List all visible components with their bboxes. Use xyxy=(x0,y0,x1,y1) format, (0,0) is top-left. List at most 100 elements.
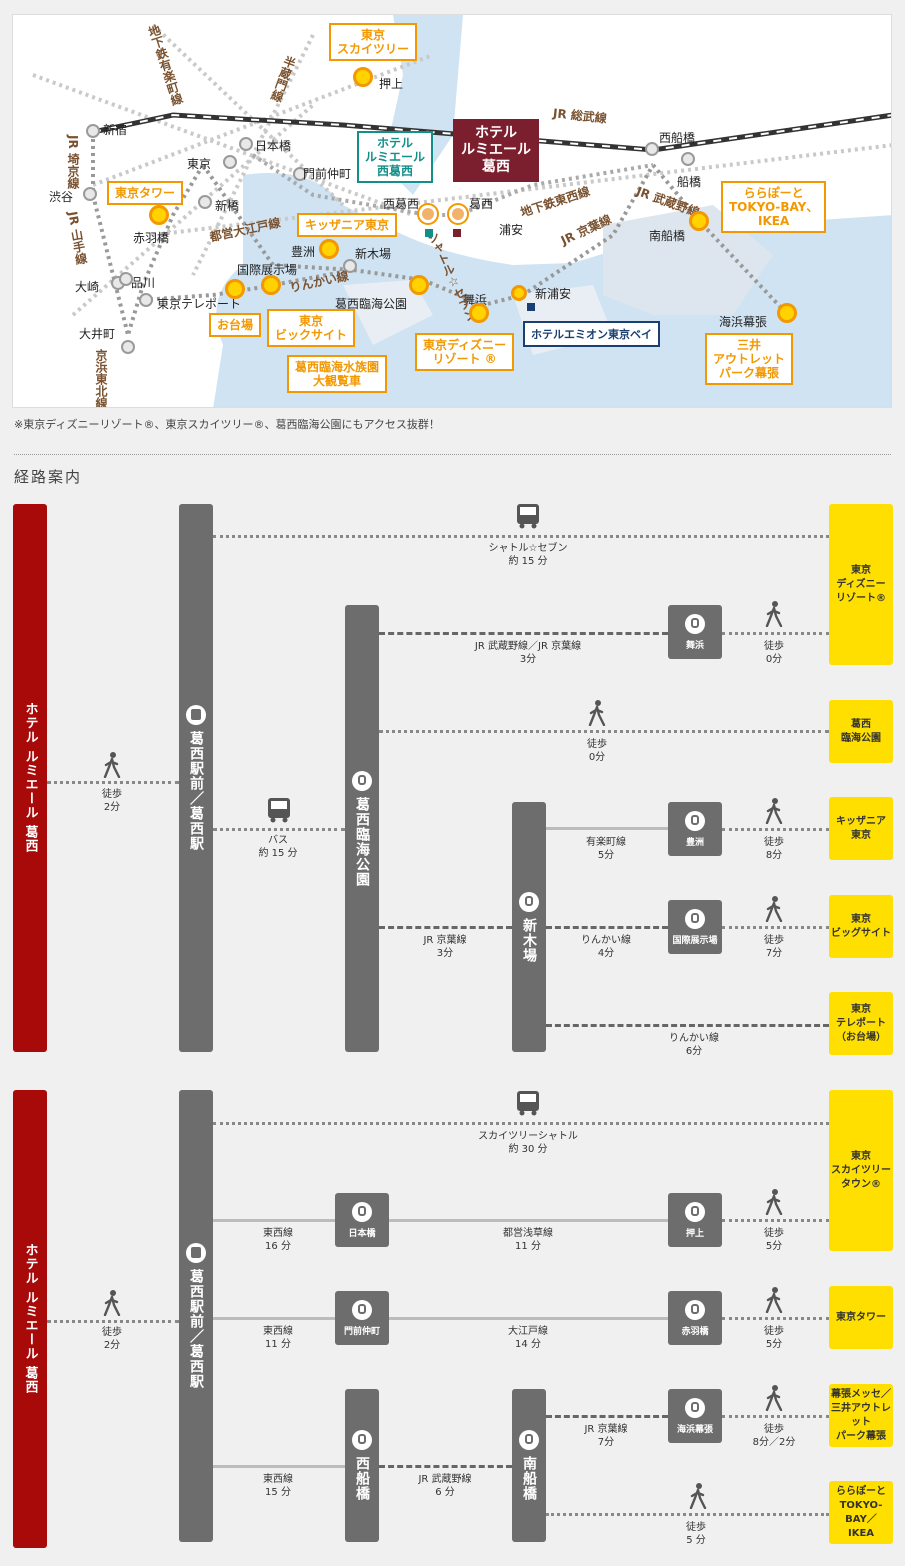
label-monzennakacho: 門前仲町 xyxy=(303,167,352,181)
station-tokyo-teleport xyxy=(139,293,153,307)
hotel-bar-1: ホテル ルミエール 葛西 xyxy=(13,504,47,1052)
poi-hotel-kasai[interactable] xyxy=(449,205,467,223)
label-asakusa: 都営浅草線 11 分 xyxy=(503,1228,553,1252)
station-box-toyosu: 豊洲 xyxy=(668,802,722,856)
train-icon xyxy=(352,1430,372,1450)
dest-teleport[interactable]: 東京 テレポート （お台場） xyxy=(829,992,893,1055)
connector-shuttle xyxy=(213,535,829,538)
train-icon xyxy=(519,1430,539,1450)
walk-icon xyxy=(103,1290,121,1316)
connector-tozai-11 xyxy=(213,1317,335,1320)
station-bar-shinkiba: 新木場 xyxy=(512,802,546,1052)
callout-kasai-rinkai[interactable]: 葛西臨海水族園 大観覧車 xyxy=(287,355,388,393)
callout-big-sight[interactable]: 東京 ビックサイト xyxy=(267,309,356,347)
callout-hotel-emion[interactable]: ホテルエミオン東京ベイ xyxy=(523,321,660,347)
label-minamifunabashi: 南船橋 xyxy=(649,229,686,243)
poi-tokyo-tower[interactable] xyxy=(149,205,169,225)
station-box-nihonbashi-label: 日本橋 xyxy=(348,1228,376,1239)
poi-lalaport[interactable] xyxy=(689,211,709,231)
hub-bar-2-label: 葛西駅前／葛西駅 xyxy=(188,1269,204,1389)
label-yurakucho: 有楽町線 5分 xyxy=(586,837,626,861)
label-rinkai-4: りんかい線 4分 xyxy=(581,935,631,959)
callout-hotel-main[interactable]: ホテル ルミエール 葛西 xyxy=(453,119,539,182)
callout-lalaport[interactable]: ららぽーと TOKYO-BAY、 IKEA xyxy=(721,181,827,233)
connector-asakusa xyxy=(389,1219,668,1222)
connector-jr-keiyo xyxy=(379,926,512,929)
label-akabanebashi: 赤羽橋 xyxy=(133,231,170,245)
label-bus: バス 約 15 分 xyxy=(258,835,298,859)
connector-oedo xyxy=(389,1317,668,1320)
label-musashino: JR 武蔵野線 6 分 xyxy=(418,1474,472,1498)
train-icon xyxy=(685,810,705,831)
label-urayasu: 浦安 xyxy=(499,223,524,237)
poi-big-sight[interactable] xyxy=(261,275,281,295)
callout-kidzania[interactable]: キッザニア東京 xyxy=(297,213,398,237)
label-funabashi: 船橋 xyxy=(677,175,702,189)
train-icon xyxy=(685,1201,705,1222)
label-jr-musashino-keiyo: JR 武蔵野線／JR 京葉線 3分 xyxy=(474,641,582,665)
label-tozai-16: 東西線 16 分 xyxy=(263,1228,293,1252)
poi-kasai-rinkai[interactable] xyxy=(409,275,429,295)
label-nishikasai: 西葛西 xyxy=(383,197,420,211)
dest-tokyo-tower[interactable]: 東京タワー xyxy=(829,1286,893,1349)
label-kaihin-makuhari: 海浜幕張 xyxy=(719,315,768,329)
station-box-toyosu-label: 豊洲 xyxy=(685,837,704,848)
walk-icon xyxy=(765,1189,783,1215)
connector-tozai-15 xyxy=(213,1465,345,1468)
callout-disney[interactable]: 東京ディズニー リゾート ® xyxy=(415,333,515,371)
station-box-akabanebashi-label: 赤羽橋 xyxy=(681,1326,709,1337)
station-box-maihama-label: 舞浜 xyxy=(685,640,704,651)
label-walk-toyosu: 徒歩 8分 xyxy=(764,837,784,861)
label-kasai: 葛西 xyxy=(469,197,494,211)
label-walk-maihama: 徒歩 0分 xyxy=(764,641,784,665)
poi-odaiba[interactable] xyxy=(225,279,245,299)
dest-disney[interactable]: 東京 ディズニー リゾート® xyxy=(829,504,893,665)
poi-shin-urayasu xyxy=(511,285,527,301)
hub-bar-1: 葛西駅前／葛西駅 xyxy=(179,504,213,1052)
section-title: 経路案内 xyxy=(14,468,83,486)
hub-bar-1-label: 葛西駅前／葛西駅 xyxy=(188,731,204,851)
callout-skytree[interactable]: 東京 スカイツリー xyxy=(329,23,418,61)
connector-musashino xyxy=(379,1465,512,1468)
callout-tokyo-tower[interactable]: 東京タワー xyxy=(107,181,184,205)
connector-walk-maihama xyxy=(722,632,829,635)
area-map: 新宿 渋谷 東京 日本橋 門前仲町 新橋 赤羽橋 大崎 品川 大井町 東京テレポ… xyxy=(12,14,892,408)
poi-skytree[interactable] xyxy=(353,67,373,87)
station-box-kaihin-label: 海浜幕張 xyxy=(676,1424,713,1435)
station-shimbashi xyxy=(198,195,212,209)
label-oimachi: 大井町 xyxy=(79,327,116,341)
marker-hotel-main xyxy=(453,229,461,237)
dest-skytree-town[interactable]: 東京 スカイツリー タウン® xyxy=(829,1090,893,1251)
train-icon xyxy=(352,1299,372,1320)
station-box-monzennakacho: 門前仲町 xyxy=(335,1291,389,1345)
station-bar-nishifunabashi: 西船橋 xyxy=(345,1389,379,1542)
poi-disney[interactable] xyxy=(469,303,489,323)
callout-mitsui-outlet[interactable]: 三井 アウトレット パーク幕張 xyxy=(705,333,794,385)
label-tozai-11: 東西線 11 分 xyxy=(263,1326,293,1350)
walk-icon xyxy=(689,1483,707,1509)
station-box-oshiage-label: 押上 xyxy=(685,1228,704,1239)
dest-kidzania[interactable]: キッザニア 東京 xyxy=(829,797,893,860)
poi-hotel-nishikasai[interactable] xyxy=(419,205,437,223)
callout-hotel-sub[interactable]: ホテル ルミエール 西葛西 xyxy=(357,131,434,183)
station-funabashi xyxy=(681,152,695,166)
label-nihonbashi: 日本橋 xyxy=(255,139,292,153)
station-nishifunabashi xyxy=(645,142,659,156)
walk-icon xyxy=(765,1287,783,1313)
poi-kidzania[interactable] xyxy=(319,239,339,259)
dest-lalaport[interactable]: ららぽーと TOKYO-BAY／ IKEA xyxy=(829,1481,893,1544)
dest-kasai-rinkai[interactable]: 葛西 臨海公園 xyxy=(829,700,893,763)
connector-walk-kaihin xyxy=(722,1415,829,1418)
callout-odaiba[interactable]: お台場 xyxy=(209,313,262,337)
connector-tozai-16 xyxy=(213,1219,335,1222)
walk-icon xyxy=(765,798,783,824)
dest-big-sight[interactable]: 東京 ビッグサイト xyxy=(829,895,893,958)
station-shibuya xyxy=(83,187,97,201)
dest-makuhari[interactable]: 幕張メッセ／ 三井アウトレット パーク幕張 xyxy=(829,1384,893,1447)
station-box-kokusai-label: 国際展示場 xyxy=(672,935,718,946)
station-bar-kasai-rinkai-label: 葛西臨海公園 xyxy=(354,796,370,887)
label-walk-2: 徒歩 2分 xyxy=(102,1327,122,1351)
poi-mitsui-outlet[interactable] xyxy=(777,303,797,323)
connector-skytree-shuttle xyxy=(213,1122,829,1125)
bus-stop-icon xyxy=(186,705,206,725)
